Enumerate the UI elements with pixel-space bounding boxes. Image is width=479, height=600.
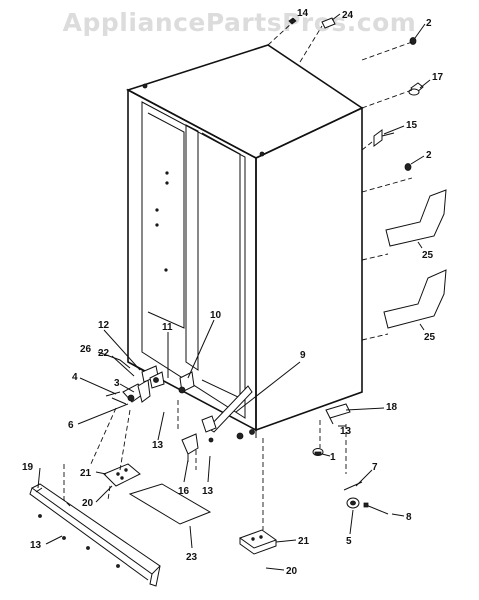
part-23-cover: [128, 483, 212, 525]
hinge-assembly: [105, 365, 195, 405]
callout-24: 24: [342, 10, 354, 21]
part-21-hinge-plate-left: [103, 463, 141, 487]
callout-5: 5: [346, 536, 352, 547]
part-25-shelf-support-lower: [383, 269, 447, 329]
callout-16: 16: [178, 486, 190, 497]
part-18-bracket: [325, 403, 351, 425]
callout-15: 15: [406, 120, 418, 131]
callout-10: 10: [210, 310, 222, 321]
part-5-roller: [346, 497, 360, 509]
callout-labels: 14 24 2 17 15 2 25 25 12 26 22 11 10 9 4…: [22, 8, 444, 577]
callout-11: 11: [162, 322, 173, 333]
callout-21-right: 21: [298, 536, 310, 547]
callout-9: 9: [300, 350, 306, 361]
callout-20-right: 20: [286, 566, 298, 577]
callout-26: 26: [80, 344, 92, 355]
callout-1: 1: [330, 452, 336, 463]
assembly-guide-lines: [63, 21, 413, 530]
callout-6: 6: [68, 420, 74, 431]
callout-21-left: 21: [80, 468, 92, 479]
part-1-leveler: [312, 448, 324, 456]
part-19-kick-plate-grille: [29, 483, 161, 587]
callout-4: 4: [72, 372, 78, 383]
leader-lines: [37, 13, 431, 571]
callout-14: 14: [297, 8, 309, 19]
callout-25-lower: 25: [424, 332, 436, 343]
front-leveler-parts: [208, 429, 255, 443]
callout-25-upper: 25: [422, 250, 434, 261]
callout-3: 3: [114, 378, 120, 389]
part-15-bracket: [373, 129, 395, 147]
callout-13-center: 13: [202, 486, 214, 497]
callout-13-bracket: 13: [340, 426, 352, 437]
part-8-screw: [363, 502, 389, 515]
part-14-screw: [288, 17, 297, 25]
callout-18: 18: [386, 402, 398, 413]
refrigerator-cabinet: [125, 44, 364, 438]
kick-plate-screws: [38, 514, 120, 568]
part-17-roller: [408, 82, 424, 96]
callout-8: 8: [406, 512, 412, 523]
callout-13-grille: 13: [30, 540, 42, 551]
callout-23: 23: [186, 552, 198, 563]
callout-13-hinge: 13: [152, 440, 164, 451]
callout-2-top: 2: [426, 18, 432, 29]
watermark-text: AppliancePartsPros.com: [62, 8, 417, 37]
callout-19: 19: [22, 462, 34, 473]
part-16-hinge: [181, 433, 199, 462]
part-21-hinge-plate-right: [238, 529, 278, 555]
part-9-bracket: [201, 385, 253, 433]
callout-12: 12: [98, 320, 110, 331]
callout-22: 22: [98, 348, 110, 359]
part-24-cap: [321, 17, 336, 29]
callout-17: 17: [432, 72, 444, 83]
callout-2-middle: 2: [426, 150, 432, 161]
part-2-plug: [404, 37, 417, 171]
part-25-shelf-support-upper: [385, 189, 447, 247]
callout-7: 7: [372, 462, 378, 473]
callout-20-left: 20: [82, 498, 94, 509]
